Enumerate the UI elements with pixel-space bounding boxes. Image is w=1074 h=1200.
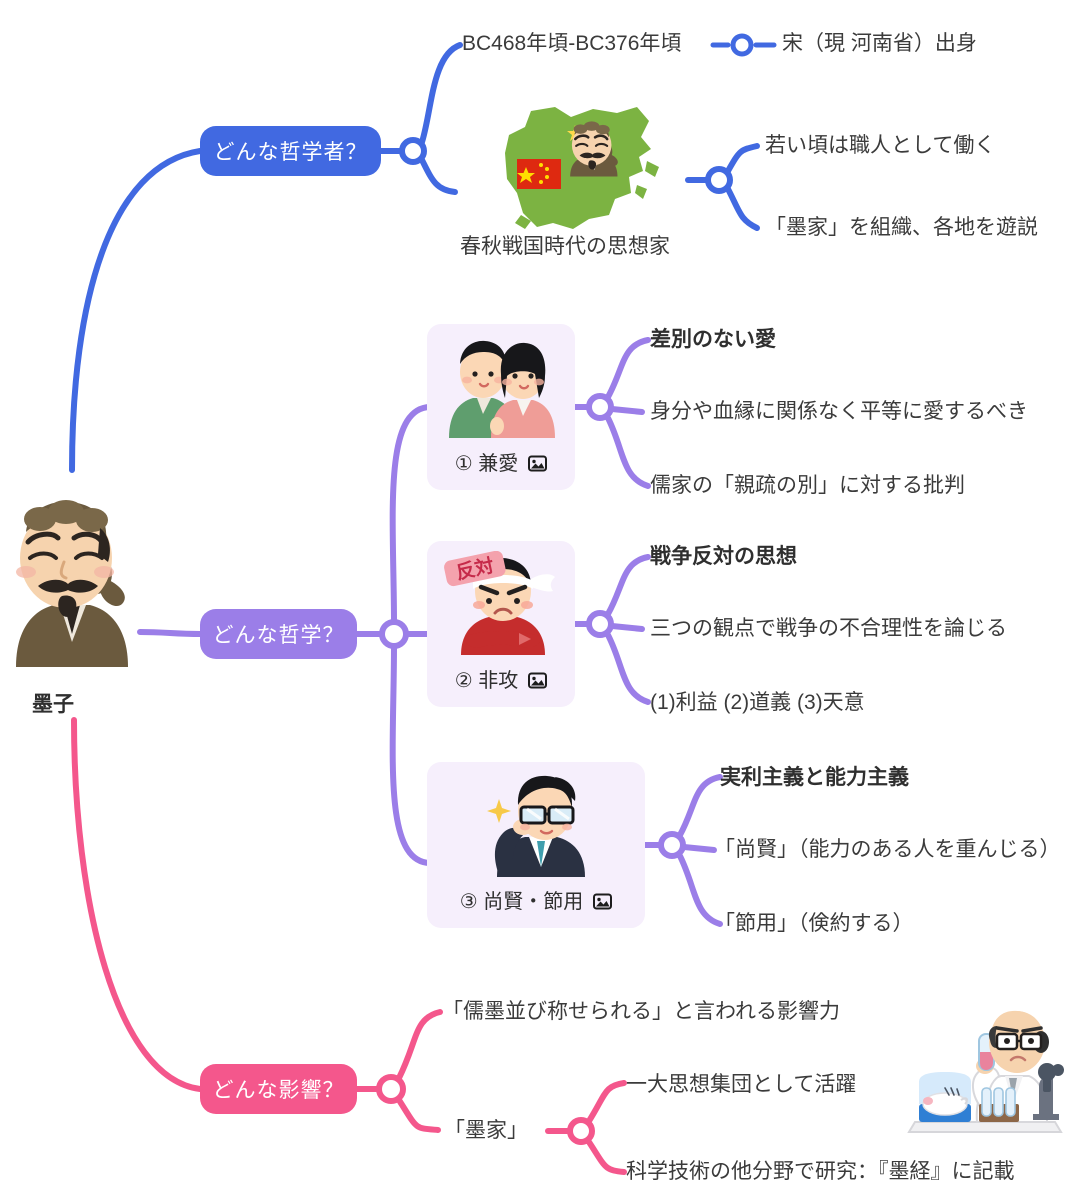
scientist-lab-illustration-icon	[907, 1010, 1064, 1133]
leaf-influence-bokka: 「墨家」	[444, 1119, 528, 1142]
inline-junction-node	[730, 33, 754, 57]
branch-pill-philosopher[interactable]: どんな哲学者？	[200, 126, 381, 176]
smart-businessman-illustration-icon	[427, 770, 645, 878]
card-kenai-caption: ① 兼愛	[427, 447, 575, 476]
card2-wire-a	[605, 554, 651, 617]
branch-pill-influence[interactable]: どんな影響？	[200, 1064, 357, 1114]
card2-wire-c	[605, 632, 651, 705]
pink-junction-node	[376, 1074, 406, 1104]
blue-wire-organize	[725, 186, 760, 231]
card1-wire-c	[605, 415, 651, 489]
card-hiko-label: ② 非攻	[454, 670, 519, 692]
trunk-philosophy	[137, 629, 203, 637]
leaf-birthplace: 宋（現 河南省）出身	[782, 32, 977, 55]
card2-wire-b	[609, 623, 645, 632]
pink-wire-group	[586, 1080, 627, 1124]
purple-wire-card3	[389, 643, 433, 866]
blue-junction-node	[399, 137, 427, 165]
card-shoken-setsuyo[interactable]: ③ 尚賢・節用	[427, 762, 645, 928]
card-kenai[interactable]: ① 兼愛	[427, 324, 575, 490]
pink-wire-science	[586, 1139, 627, 1175]
leaf-hiko-title: 戦争反対の思想	[650, 545, 797, 568]
branch-pill-philosophy[interactable]: どんな哲学？	[200, 609, 357, 659]
leaf-lifespan: BC468年頃-BC376年頃	[462, 32, 682, 55]
branch-pill-influence-label: どんな影響？	[212, 1079, 345, 1102]
leaf-influence-reputation: 「儒墨並び称せられる」と言われる影響力	[442, 1000, 840, 1023]
card-hiko-caption: ② 非攻	[427, 664, 575, 693]
card3-wire-b	[681, 844, 717, 853]
pink-junction-node-2	[567, 1117, 595, 1145]
card-shoken-caption: ③ 尚賢・節用	[427, 885, 645, 914]
blue-wire-work	[725, 143, 760, 174]
leaf-kenai-title: 差別のない愛	[650, 328, 776, 351]
card-hiko[interactable]: 反対 ② 非攻	[427, 541, 575, 707]
purple-junction-node	[379, 619, 409, 649]
leaf-kenai-detail-1: 身分や血縁に関係なく平等に愛するべき	[650, 400, 1028, 423]
protest-man-illustration-icon: 反対	[427, 549, 575, 657]
picture-icon	[593, 893, 613, 910]
leaf-hiko-detail-2: (1)利益 (2)道義 (3)天意	[650, 691, 865, 714]
trunk-influence	[71, 717, 203, 1092]
leaf-hiko-detail-1: 三つの観点で戦争の不合理性を論じる	[650, 617, 1007, 640]
leaf-shoken-detail-2: 「節用」（倹約する）	[714, 912, 914, 935]
trunk-philosopher	[69, 148, 203, 473]
leaf-shoken-title: 実利主義と能力主義	[720, 766, 909, 789]
leaf-influence-group: 一大思想集団として活躍	[626, 1073, 857, 1096]
branch-pill-philosopher-label: どんな哲学者？	[213, 141, 368, 164]
leaf-kenai-detail-2: 儒家の「親疏の別」に対する批判	[650, 474, 965, 497]
branch-pill-philosophy-label: どんな哲学？	[212, 624, 345, 647]
leaf-mohist-org: 「墨家」を組織、各地を遊説	[765, 216, 1038, 239]
card1-junction-node	[586, 393, 614, 421]
center-node-label: 墨子	[32, 693, 74, 716]
purple-wire-card1	[389, 404, 433, 625]
pink-wire-bottom	[396, 1097, 441, 1133]
card3-junction-node	[658, 831, 686, 859]
philosopher-portrait-icon	[16, 500, 128, 667]
card1-wire-a	[605, 337, 651, 400]
card-shoken-label: ③ 尚賢・節用	[459, 891, 584, 913]
china-map-illustration-icon	[505, 107, 659, 229]
pink-wire-top	[396, 1009, 443, 1081]
card1-wire-b	[609, 406, 645, 415]
blue-wire-bottom	[419, 157, 458, 195]
picture-icon	[528, 672, 548, 689]
blue-wire-top	[419, 42, 463, 145]
picture-icon	[528, 455, 548, 472]
card-kenai-label: ① 兼愛	[454, 453, 519, 475]
leaf-craftsman: 若い頃は職人として働く	[765, 134, 996, 157]
blue-junction-node-2	[705, 166, 733, 194]
card3-wire-a	[677, 774, 723, 838]
card2-junction-node	[586, 610, 614, 638]
leaf-shoken-detail-1: 「尚賢」（能力のある人を重んじる）	[714, 838, 1061, 861]
leaf-influence-science: 科学技術の他分野で研究：『墨経』に記載	[626, 1160, 1015, 1183]
couple-illustration-icon	[427, 332, 575, 440]
leaf-era: 春秋戦国時代の思想家	[460, 235, 670, 258]
